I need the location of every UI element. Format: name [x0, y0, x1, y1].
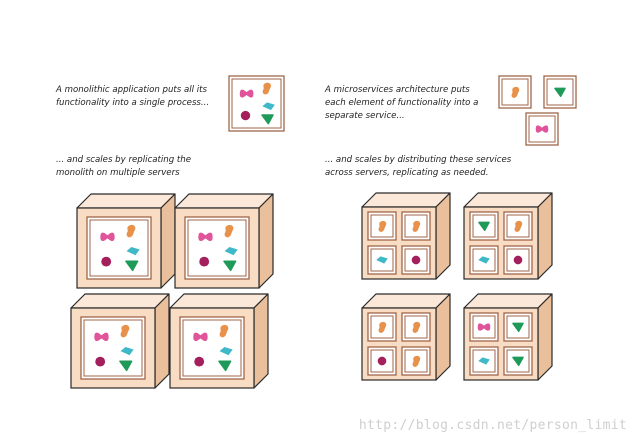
- server: [361, 192, 451, 280]
- server: [169, 293, 269, 389]
- orange-blob-icon: [219, 324, 229, 338]
- cyan-diamond-icon: [262, 102, 275, 111]
- watermark-url: http://blog.csdn.net/person_limit: [358, 418, 627, 433]
- cyan-diamond-icon: [478, 357, 490, 365]
- service-process: [401, 312, 431, 342]
- service-process: [503, 312, 533, 342]
- service-process: [469, 346, 499, 376]
- orange-blob-icon: [412, 321, 421, 333]
- green-triangle-icon: [119, 360, 133, 372]
- magenta-circle-icon: [199, 256, 210, 267]
- pink-bowtie-icon: [535, 125, 549, 133]
- service-process: [498, 75, 532, 109]
- orange-blob-icon: [412, 355, 421, 367]
- magenta-circle-icon: [101, 256, 112, 267]
- orange-blob-icon: [224, 224, 234, 238]
- monolith-process: [179, 316, 245, 380]
- orange-blob-icon: [126, 224, 136, 238]
- cyan-diamond-icon: [219, 347, 233, 356]
- pink-bowtie-icon: [94, 332, 109, 342]
- pink-bowtie-icon: [193, 332, 208, 342]
- pink-bowtie-icon: [239, 89, 254, 98]
- magenta-circle-icon: [240, 110, 251, 121]
- server: [76, 193, 176, 289]
- cyan-diamond-icon: [376, 256, 388, 264]
- monolith-process: [86, 216, 152, 280]
- server: [463, 293, 553, 381]
- server: [361, 293, 451, 381]
- cyan-diamond-icon: [120, 347, 134, 356]
- magenta-circle-icon: [95, 356, 106, 367]
- green-triangle-icon: [512, 322, 524, 333]
- orange-blob-icon: [378, 321, 387, 333]
- green-triangle-icon: [223, 260, 237, 272]
- service-process: [503, 245, 533, 275]
- service-process: [525, 112, 559, 146]
- service-process: [469, 245, 499, 275]
- orange-blob-icon: [511, 86, 520, 98]
- pink-bowtie-icon: [477, 323, 491, 331]
- microservices-intro-caption: A microservices architecture puts each e…: [325, 85, 479, 121]
- microservices-scale-caption: ... and scales by distributing these ser…: [325, 155, 512, 178]
- server: [463, 192, 553, 280]
- green-triangle-icon: [554, 87, 566, 98]
- service-process: [367, 211, 397, 241]
- cyan-diamond-icon: [224, 247, 238, 256]
- service-process: [367, 312, 397, 342]
- service-process: [367, 245, 397, 275]
- magenta-circle-icon: [194, 356, 205, 367]
- monolith-intro-caption: A monolithic application puts all its fu…: [56, 85, 210, 108]
- magenta-circle-icon: [513, 255, 523, 265]
- green-triangle-icon: [261, 114, 274, 125]
- service-process: [503, 346, 533, 376]
- service-process: [469, 211, 499, 241]
- server: [174, 193, 274, 289]
- orange-blob-icon: [514, 220, 523, 232]
- cyan-diamond-icon: [126, 247, 140, 256]
- magenta-circle-icon: [377, 356, 387, 366]
- service-process: [367, 346, 397, 376]
- monolith-process: [228, 75, 285, 132]
- magenta-circle-icon: [411, 255, 421, 265]
- orange-blob-icon: [378, 220, 387, 232]
- service-process: [401, 211, 431, 241]
- pink-bowtie-icon: [100, 232, 115, 242]
- green-triangle-icon: [512, 356, 524, 367]
- green-triangle-icon: [125, 260, 139, 272]
- service-process: [401, 245, 431, 275]
- monolith-scale-caption: ... and scales by replicating the monoli…: [56, 155, 191, 178]
- orange-blob-icon: [262, 82, 272, 95]
- service-process: [469, 312, 499, 342]
- green-triangle-icon: [478, 221, 490, 232]
- service-process: [543, 75, 577, 109]
- service-process: [503, 211, 533, 241]
- server: [70, 293, 170, 389]
- cyan-diamond-icon: [478, 256, 490, 264]
- pink-bowtie-icon: [198, 232, 213, 242]
- orange-blob-icon: [412, 220, 421, 232]
- monolith-process: [80, 316, 146, 380]
- orange-blob-icon: [120, 324, 130, 338]
- monolith-process: [184, 216, 250, 280]
- green-triangle-icon: [218, 360, 232, 372]
- service-process: [401, 346, 431, 376]
